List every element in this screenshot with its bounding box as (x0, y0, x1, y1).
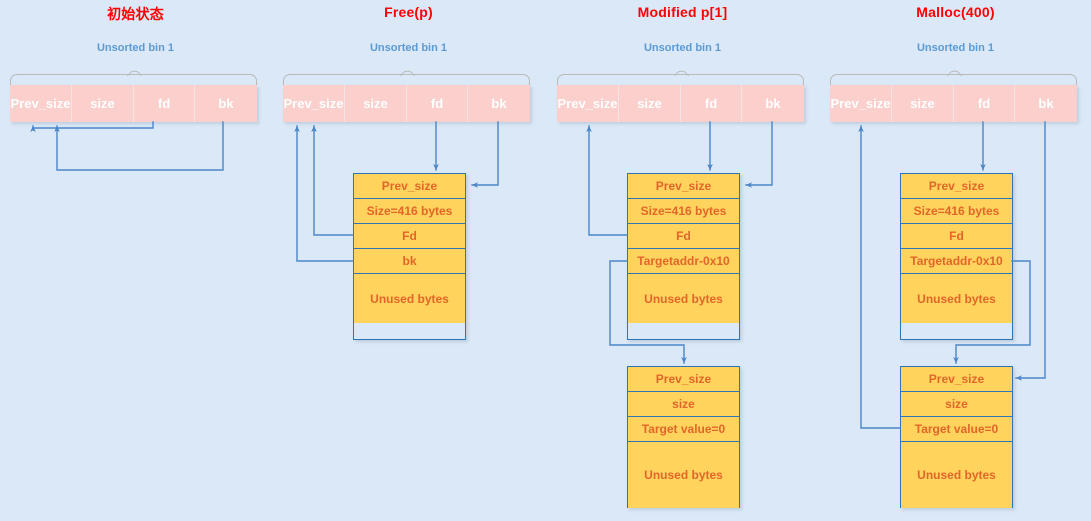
header-cell-prev-size: Prev_size (10, 85, 72, 122)
bin-label: Unsorted bin 1 (916, 42, 994, 54)
header-cell-prev-size: Prev_size (557, 85, 619, 122)
header-cell-prev-size: Prev_size (283, 85, 345, 122)
chunk-block: Prev_size Size=416 bytes Fd Targetaddr-0… (627, 173, 740, 340)
chunk-row-targetaddr: Targetaddr-0x10 (628, 249, 739, 274)
chunk-row-unused: Unused bytes (628, 442, 739, 508)
unsorted-bin-header-row: Prev_size size fd bk (10, 85, 257, 122)
header-cell-bk: bk (468, 85, 530, 122)
chunk-row-prev-size: Prev_size (628, 174, 739, 199)
chunk-row-target-value: Target value=0 (628, 417, 739, 442)
chunk-row-prev-size: Prev_size (628, 367, 739, 392)
column-modified-p1: Modified p[1] Unsorted bin 1 Prev_size s… (547, 0, 818, 521)
chunk-row-target-value: Target value=0 (901, 417, 1012, 442)
column-free-p: Free(p) Unsorted bin 1 Prev_size size fd… (273, 0, 544, 521)
chunk-row-unused: Unused bytes (901, 442, 1012, 508)
column-initial-state: 初始状态 Unsorted bin 1 Prev_size size fd bk (0, 0, 271, 521)
header-cell-prev-size: Prev_size (830, 85, 892, 122)
chunk-row-prev-size: Prev_size (901, 174, 1012, 199)
header-cell-bk: bk (195, 85, 257, 122)
chunk-row-fd: Fd (901, 224, 1012, 249)
unsorted-bin-header-row: Prev_size size fd bk (557, 85, 804, 122)
chunk-row-unused: Unused bytes (628, 274, 739, 323)
chunk-block-target: Prev_size size Target value=0 Unused byt… (627, 366, 740, 508)
chunk-row-unused: Unused bytes (354, 274, 465, 323)
header-cell-size: size (72, 85, 134, 122)
header-cell-size: size (619, 85, 681, 122)
header-cell-fd: fd (681, 85, 742, 122)
chunk-row-fd: Fd (354, 224, 465, 249)
header-cell-bk: bk (742, 85, 804, 122)
bin-brace (283, 74, 530, 90)
bin-brace (830, 74, 1077, 90)
header-cell-bk: bk (1015, 85, 1077, 122)
unsorted-bin-header-row: Prev_size size fd bk (830, 85, 1077, 122)
chunk-row-size: size (901, 392, 1012, 417)
header-cell-fd: fd (407, 85, 468, 122)
chunk-block-target: Prev_size size Target value=0 Unused byt… (900, 366, 1013, 508)
column-title: Free(p) (384, 4, 433, 20)
chunk-row-targetaddr: Targetaddr-0x10 (901, 249, 1012, 274)
column-malloc-400: Malloc(400) Unsorted bin 1 Prev_size siz… (820, 0, 1091, 521)
chunk-row-fd: Fd (628, 224, 739, 249)
chunk-row-prev-size: Prev_size (354, 174, 465, 199)
unsorted-bin-header-row: Prev_size size fd bk (283, 85, 530, 122)
bin-brace (10, 74, 257, 90)
chunk-row-size: Size=416 bytes (628, 199, 739, 224)
bin-label: Unsorted bin 1 (96, 42, 174, 54)
chunk-row-prev-size: Prev_size (901, 367, 1012, 392)
chunk-row-size: Size=416 bytes (354, 199, 465, 224)
header-cell-fd: fd (134, 85, 195, 122)
chunk-block: Prev_size Size=416 bytes Fd bk Unused by… (353, 173, 466, 340)
chunk-row-unused: Unused bytes (901, 274, 1012, 323)
chunk-row-size: Size=416 bytes (901, 199, 1012, 224)
column-title: 初始状态 (107, 6, 164, 22)
chunk-block: Prev_size Size=416 bytes Fd Targetaddr-0… (900, 173, 1013, 340)
chunk-row-bk: bk (354, 249, 465, 274)
column-title: Modified p[1] (637, 4, 728, 20)
header-cell-fd: fd (954, 85, 1015, 122)
bin-label: Unsorted bin 1 (643, 42, 721, 54)
column-title: Malloc(400) (916, 4, 995, 20)
bin-label: Unsorted bin 1 (369, 42, 447, 54)
bin-brace (557, 74, 804, 90)
header-cell-size: size (892, 85, 954, 122)
header-cell-size: size (345, 85, 407, 122)
chunk-row-size: size (628, 392, 739, 417)
